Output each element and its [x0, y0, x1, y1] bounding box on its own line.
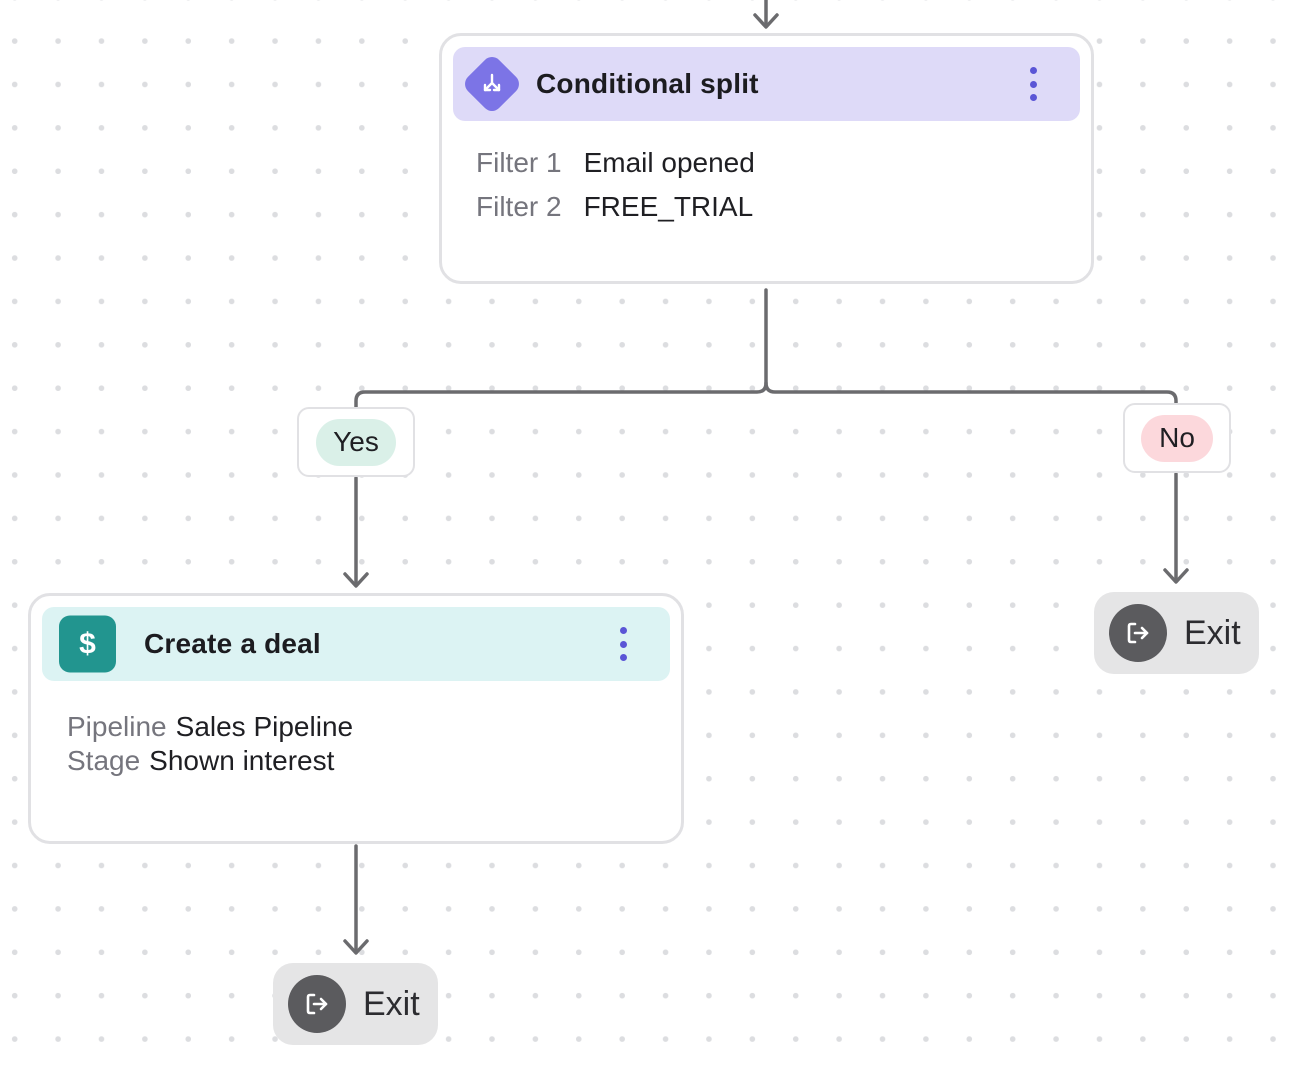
- deal-details: Pipeline Sales Pipeline Stage Shown intere…: [67, 710, 353, 778]
- yes-pill: Yes: [316, 418, 396, 466]
- pipeline-row: Pipeline Sales Pipeline: [67, 710, 353, 744]
- exit-node-yes[interactable]: Exit: [273, 963, 438, 1045]
- stage-label: Stage: [67, 745, 141, 776]
- filter-2-label: Filter 2: [476, 191, 562, 222]
- filter-row-2: Filter 2 FREE_TRIAL: [476, 185, 755, 229]
- no-pill: No: [1141, 414, 1213, 462]
- no-arrowhead: [1163, 568, 1189, 584]
- split-filters: Filter 1 Email opened Filter 2 FREE_TRIAL: [476, 141, 755, 229]
- pipeline-label: Pipeline: [67, 711, 167, 742]
- conditional-split-header[interactable]: Conditional split: [453, 47, 1080, 121]
- create-deal-node[interactable]: $ Create a deal Pipeline Sales Pipeline S…: [28, 593, 684, 844]
- filter-1-value: Email opened: [583, 147, 755, 178]
- deal-menu-icon[interactable]: [616, 627, 630, 661]
- create-deal-title: Create a deal: [144, 628, 321, 659]
- yes-branch-label[interactable]: Yes: [297, 407, 415, 477]
- stage-value: Shown interest: [149, 745, 335, 776]
- stage-row: Stage Shown interest: [67, 744, 353, 778]
- filter-2-value: FREE_TRIAL: [583, 191, 754, 222]
- exit-node-no[interactable]: Exit: [1094, 592, 1259, 674]
- split-stem: [354, 288, 768, 410]
- split-menu-icon[interactable]: [1026, 67, 1040, 101]
- exit-icon: [1109, 604, 1167, 662]
- filter-row-1: Filter 1 Email opened: [476, 141, 755, 185]
- conditional-split-node[interactable]: Conditional split Filter 1 Email opened F…: [439, 33, 1094, 284]
- split-arrows-icon: [470, 62, 514, 106]
- create-deal-header[interactable]: $ Create a deal: [42, 607, 670, 681]
- no-branch-label[interactable]: No: [1123, 403, 1231, 473]
- incoming-arrowhead: [753, 13, 779, 29]
- exit-icon: [288, 975, 346, 1033]
- dollar-icon: $: [59, 615, 116, 673]
- yes-arrowhead: [343, 572, 369, 588]
- filter-1-label: Filter 1: [476, 147, 562, 178]
- exit-label: Exit: [363, 984, 420, 1023]
- split-right-branch: [764, 381, 1178, 406]
- deal-arrowhead: [343, 939, 369, 955]
- pipeline-value: Sales Pipeline: [175, 711, 354, 742]
- conditional-split-title: Conditional split: [536, 68, 759, 99]
- exit-label: Exit: [1184, 613, 1241, 652]
